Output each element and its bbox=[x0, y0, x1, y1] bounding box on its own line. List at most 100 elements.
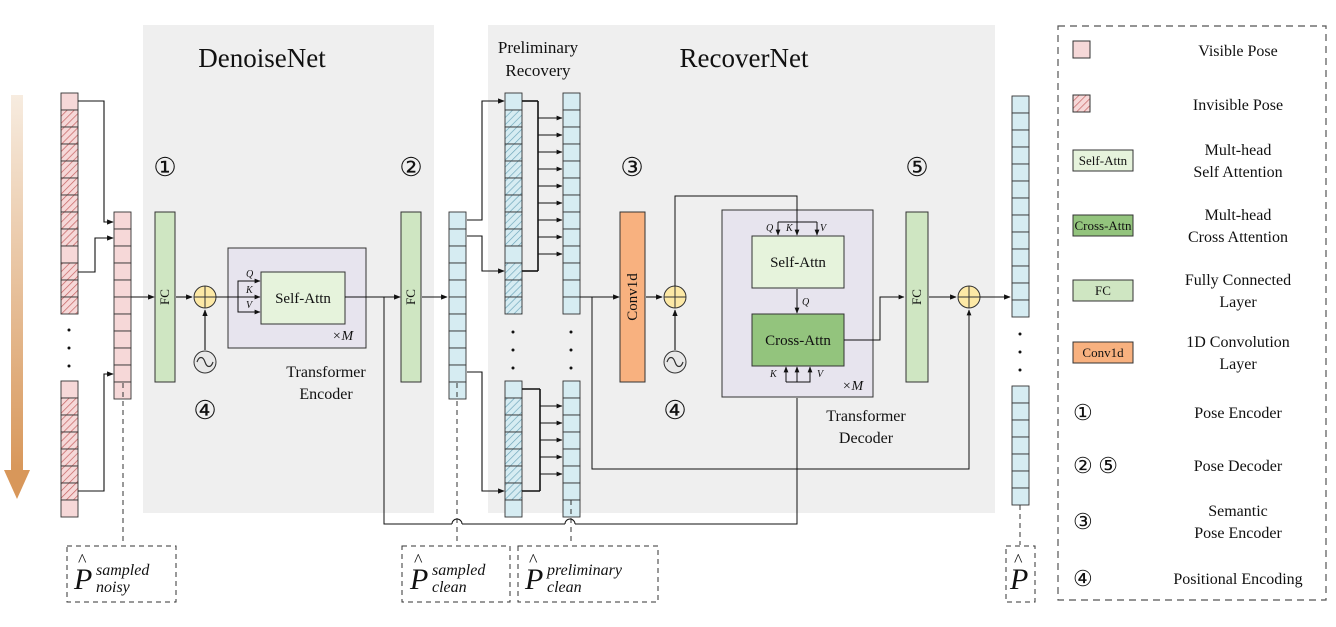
visible-pose-cell bbox=[562, 397, 581, 416]
visible-pose-cell bbox=[562, 431, 581, 450]
qkv-arrows-encoder bbox=[216, 278, 261, 315]
visible-pose-cell bbox=[1011, 487, 1030, 506]
conv1d-block: Conv1d bbox=[619, 211, 646, 383]
visible-pose-cell bbox=[504, 380, 523, 399]
sampled-clean-column bbox=[448, 211, 467, 400]
svg-text:noisy: noisy bbox=[96, 579, 131, 596]
svg-text:Self Attention: Self Attention bbox=[1193, 164, 1282, 181]
visible-pose-cell bbox=[113, 364, 132, 383]
add-operator-2 bbox=[663, 285, 687, 309]
visible-pose-cell bbox=[60, 499, 79, 518]
svg-text:Cross-Attn: Cross-Attn bbox=[765, 333, 831, 349]
invisible-pose-cell bbox=[60, 211, 79, 230]
preliminary-right-column-top bbox=[562, 92, 581, 315]
svg-text:^: ^ bbox=[414, 550, 423, 570]
svg-text:clean: clean bbox=[432, 579, 467, 596]
decoder-v2: V bbox=[817, 369, 825, 380]
svg-text:FC: FC bbox=[403, 289, 418, 305]
visible-pose-cell bbox=[113, 279, 132, 298]
visible-pose-cell bbox=[1011, 470, 1030, 489]
visible-pose-cell bbox=[562, 296, 581, 315]
invisible-pose-cell bbox=[504, 143, 523, 162]
invisible-pose-cell bbox=[60, 448, 79, 467]
fc-block-3: FC bbox=[905, 211, 929, 383]
svg-text:^: ^ bbox=[1014, 550, 1023, 570]
svg-text:sampled: sampled bbox=[96, 562, 150, 579]
preliminary-fan-arrows bbox=[522, 100, 563, 492]
legend-item: Invisible Pose bbox=[1072, 94, 1283, 114]
svg-text:×M: ×M bbox=[332, 329, 354, 344]
visible-pose-cell bbox=[113, 228, 132, 247]
visible-pose-cell bbox=[448, 211, 467, 230]
transformer-encoder-label-1: Transformer bbox=[286, 364, 366, 381]
svg-text:Fully Connected: Fully Connected bbox=[1185, 272, 1291, 289]
invisible-pose-cell bbox=[504, 414, 523, 433]
svg-text:③: ③ bbox=[1073, 509, 1093, 534]
svg-text:×M: ×M bbox=[842, 379, 864, 394]
visible-pose-cell bbox=[562, 414, 581, 433]
svg-text:preliminary: preliminary bbox=[546, 562, 623, 579]
visible-pose-cell bbox=[1011, 282, 1030, 301]
svg-text:Self-Attn: Self-Attn bbox=[275, 291, 331, 307]
visible-pose-cell bbox=[60, 245, 79, 264]
svg-text:Pose Decoder: Pose Decoder bbox=[1194, 458, 1283, 475]
svg-text:Semantic: Semantic bbox=[1208, 503, 1268, 520]
prelim-ellipsis bbox=[511, 330, 573, 370]
visible-pose-cell bbox=[448, 296, 467, 315]
svg-text:P: P bbox=[1009, 563, 1028, 596]
visible-pose-cell bbox=[562, 160, 581, 179]
visible-pose-cell bbox=[562, 228, 581, 247]
invisible-pose-cell bbox=[504, 160, 523, 179]
svg-text:P: P bbox=[409, 563, 428, 596]
svg-text:Layer: Layer bbox=[1219, 294, 1257, 311]
visible-pose-cell bbox=[448, 245, 467, 264]
visible-pose-cell bbox=[562, 92, 581, 111]
preliminary-left-column-top bbox=[504, 92, 523, 315]
visible-pose-cell bbox=[1011, 197, 1030, 216]
visible-pose-cell bbox=[60, 92, 79, 111]
visible-pose-cell bbox=[113, 262, 132, 281]
visible-pose-cell bbox=[562, 279, 581, 298]
invisible-pose-cell bbox=[60, 431, 79, 450]
visible-pose-cell bbox=[562, 448, 581, 467]
invisible-pose-cell bbox=[60, 465, 79, 484]
invisible-pose-cell bbox=[504, 397, 523, 416]
decoder-k: K bbox=[785, 223, 794, 234]
input-sampling-connectors bbox=[78, 100, 114, 492]
output-ellipsis bbox=[1018, 332, 1022, 372]
decoder-k2: K bbox=[769, 369, 778, 380]
input-pose-column-top bbox=[60, 92, 79, 315]
visible-pose-cell bbox=[60, 380, 79, 399]
add-operator-1 bbox=[193, 285, 217, 309]
visible-pose-cell bbox=[113, 211, 132, 230]
svg-text:①: ① bbox=[1073, 400, 1093, 425]
invisible-pose-cell bbox=[504, 262, 523, 281]
visible-pose-cell bbox=[504, 499, 523, 518]
preliminary-left-column-bottom bbox=[504, 380, 523, 518]
label-p-clean: P ^ sampled clean bbox=[401, 545, 511, 603]
visible-pose-cell bbox=[1011, 163, 1030, 182]
svg-text:④: ④ bbox=[1073, 566, 1093, 591]
svg-text:Pose Encoder: Pose Encoder bbox=[1194, 405, 1282, 422]
visible-pose-cell bbox=[562, 482, 581, 501]
svg-text:Pose Encoder: Pose Encoder bbox=[1194, 525, 1282, 542]
invisible-pose-cell bbox=[504, 482, 523, 501]
marker-pose-decoder-1: ② bbox=[399, 153, 422, 182]
invisible-pose-cell bbox=[60, 177, 79, 196]
visible-pose-cell bbox=[562, 126, 581, 145]
visible-pose-cell bbox=[562, 194, 581, 213]
invisible-pose-cell bbox=[60, 228, 79, 247]
invisible-pose-cell bbox=[60, 126, 79, 145]
visible-pose-cell bbox=[448, 279, 467, 298]
invisible-pose-cell bbox=[504, 126, 523, 145]
visible-pose-cell bbox=[448, 228, 467, 247]
svg-text:Cross-Attn: Cross-Attn bbox=[1074, 218, 1132, 233]
visible-pose-cell bbox=[1011, 436, 1030, 455]
visible-pose-cell bbox=[113, 296, 132, 315]
